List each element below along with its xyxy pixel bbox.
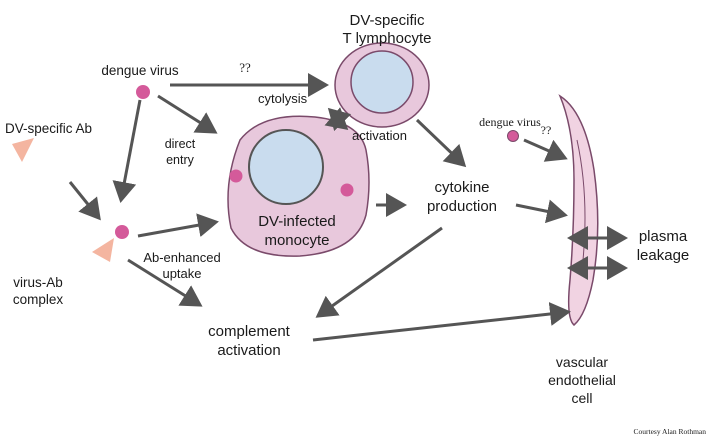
virus-ab-antibody-icon xyxy=(92,238,114,262)
virus-ab-complex-label-line2: complex xyxy=(13,292,64,307)
dengue-virus-label-top: dengue virus xyxy=(101,63,179,78)
direct-entry-label-line2: entry xyxy=(166,153,195,167)
dengue-virus-particle-right xyxy=(508,131,519,142)
unknown-label-top: ?? xyxy=(239,60,251,75)
complement-label-line2: activation xyxy=(217,342,280,359)
ab-enhanced-label-line2: uptake xyxy=(162,266,201,281)
virus-ab-virus xyxy=(115,225,129,239)
dengue-virus-label-right: dengue virus xyxy=(479,115,541,129)
activation-label: activation xyxy=(352,128,407,143)
virus-ab-complex-label-line1: virus-Ab xyxy=(13,275,63,290)
arrow-right-virus-to-endothelium xyxy=(524,140,565,158)
cytokine-label-line1: cytokine xyxy=(434,179,489,196)
cytokine-label-line2: production xyxy=(427,198,497,215)
monocyte-virus-right xyxy=(341,184,354,197)
vascular-label-line3: cell xyxy=(571,390,592,406)
t-lymphocyte-title-line2: T lymphocyte xyxy=(343,30,432,47)
vascular-label-line2: endothelial xyxy=(548,372,616,388)
arrow-virus-to-complex xyxy=(121,100,140,200)
arrow-complement-to-endothelium xyxy=(313,312,568,340)
t-lymphocyte-title-line1: DV-specific xyxy=(349,12,425,29)
endothelial-cell xyxy=(560,96,598,325)
cytolysis-label: cytolysis xyxy=(258,91,308,106)
monocyte-virus-left xyxy=(230,170,243,183)
unknown-label-right: ?? xyxy=(541,123,552,137)
monocyte-label-line2: monocyte xyxy=(264,232,329,249)
dv-specific-ab-label: DV-specific Ab xyxy=(5,121,92,136)
arrow-ab-to-complex xyxy=(70,182,99,218)
monocyte-nucleus xyxy=(249,130,323,204)
ab-enhanced-label-line1: Ab-enhanced xyxy=(143,250,220,265)
antibody-icon xyxy=(12,138,34,162)
arrow-complex-to-monocyte xyxy=(138,222,216,236)
direct-entry-label-line1: direct xyxy=(165,137,196,151)
vascular-label-line1: vascular xyxy=(556,354,608,370)
plasma-leakage-label-line2: leakage xyxy=(637,247,690,264)
dengue-virus-particle-top xyxy=(136,85,150,99)
plasma-leakage-label-line1: plasma xyxy=(639,228,688,245)
arrow-cytokine-to-endothelium xyxy=(516,205,565,215)
arrow-t-to-cytokine xyxy=(417,120,464,165)
monocyte-label-line1: DV-infected xyxy=(258,213,336,230)
courtesy-credit: Courtesy Alan Rothman xyxy=(634,427,707,436)
t-lymphocyte-nucleus xyxy=(351,51,413,113)
arrow-virus-to-direct xyxy=(158,96,215,132)
complement-label-line1: complement xyxy=(208,323,291,340)
